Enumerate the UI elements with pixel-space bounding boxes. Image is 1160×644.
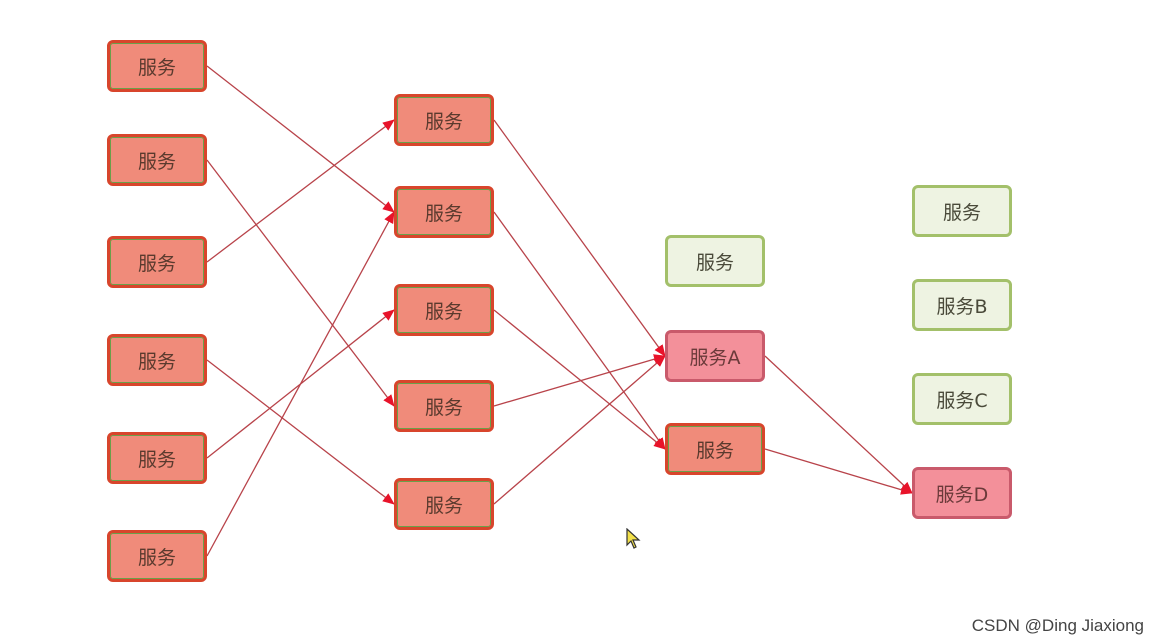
service-node-m3: 服务 bbox=[394, 284, 494, 336]
service-node-r1: 服务 bbox=[665, 235, 765, 287]
edge-l3-to-m1 bbox=[206, 119, 395, 263]
service-node-m2: 服务 bbox=[394, 186, 494, 238]
edge-m4-to-ra bbox=[493, 354, 666, 407]
edge-ra-to-fd bbox=[764, 355, 913, 494]
edge-m3-to-r2 bbox=[493, 309, 666, 450]
service-node-l5: 服务 bbox=[107, 432, 207, 484]
service-node-l6: 服务 bbox=[107, 530, 207, 582]
service-node-m1: 服务 bbox=[394, 94, 494, 146]
edge-l6-to-m2 bbox=[206, 211, 395, 557]
service-node-r2: 服务 bbox=[665, 423, 765, 475]
edge-l1-to-m2 bbox=[206, 65, 395, 213]
edge-l4-to-m5 bbox=[206, 359, 395, 505]
service-node-l4: 服务 bbox=[107, 334, 207, 386]
service-node-f1: 服务 bbox=[912, 185, 1012, 237]
service-node-fb: 服务B bbox=[912, 279, 1012, 331]
watermark: CSDN @Ding Jiaxiong bbox=[971, 616, 1144, 635]
edge-l2-to-m4 bbox=[206, 159, 395, 407]
service-node-ra: 服务A bbox=[665, 330, 765, 382]
service-node-l3: 服务 bbox=[107, 236, 207, 288]
service-node-fd: 服务D bbox=[912, 467, 1012, 519]
service-node-l2: 服务 bbox=[107, 134, 207, 186]
service-node-m5: 服务 bbox=[394, 478, 494, 530]
service-node-l1: 服务 bbox=[107, 40, 207, 92]
edge-m1-to-ra bbox=[493, 119, 666, 357]
edge-r2-to-fd bbox=[764, 448, 913, 495]
edge-m2-to-r2 bbox=[493, 211, 666, 450]
edge-m5-to-ra bbox=[493, 355, 666, 505]
service-node-m4: 服务 bbox=[394, 380, 494, 432]
mouse-cursor-icon bbox=[626, 528, 641, 549]
service-node-fc: 服务C bbox=[912, 373, 1012, 425]
